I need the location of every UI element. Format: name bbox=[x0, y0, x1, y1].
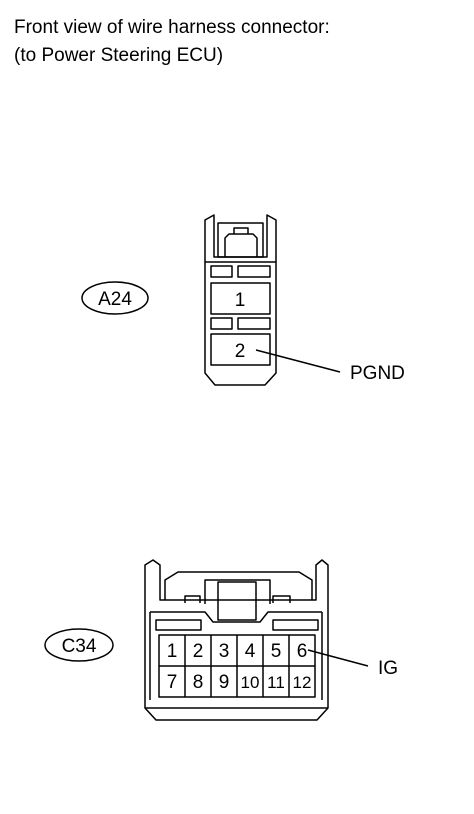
connector-c34-pin-label: 9 bbox=[219, 672, 230, 693]
connector-c34: C34 1 2 3 4 5 6 7 bbox=[44, 559, 398, 721]
connector-c34-pin-label: 7 bbox=[167, 672, 178, 693]
connector-c34-pin-label: 3 bbox=[219, 641, 230, 662]
connector-a24-lock-clip bbox=[217, 222, 264, 258]
diagram-title: Front view of wire harness connector: (t… bbox=[14, 14, 330, 70]
connector-a24-window bbox=[237, 317, 271, 330]
connector-a24-window bbox=[210, 317, 233, 330]
title-line-1: Front view of wire harness connector: bbox=[14, 17, 330, 38]
connector-c34-latch bbox=[164, 571, 313, 600]
connector-a24-code: A24 bbox=[98, 289, 132, 310]
connector-a24-window bbox=[237, 265, 271, 278]
connector-c34-pin-label: 2 bbox=[193, 641, 204, 662]
connector-a24-pin-cell bbox=[210, 333, 271, 366]
connector-c34-body bbox=[144, 559, 329, 721]
connector-c34-pin-grid bbox=[158, 634, 316, 698]
connector-c34-pin-label: 8 bbox=[193, 672, 204, 693]
connector-a24-body bbox=[204, 214, 277, 386]
connector-c34-pin-label: 11 bbox=[267, 673, 285, 692]
connector-c34-window bbox=[155, 619, 202, 631]
connector-c34-pin-label: 6 bbox=[297, 641, 308, 662]
connector-c34-pin-label: 10 bbox=[241, 673, 260, 692]
title-line-2: (to Power Steering ECU) bbox=[14, 45, 224, 66]
connector-a24: A24 1 2 PGND bbox=[81, 214, 405, 386]
connector-c34-pin-label: 5 bbox=[271, 641, 282, 662]
callout-line-ig bbox=[307, 649, 369, 667]
connector-a24-pin-label: 1 bbox=[235, 290, 246, 311]
connector-c34-pin-label: 1 bbox=[167, 641, 178, 662]
connector-c34-window bbox=[272, 619, 319, 631]
connector-a24-badge bbox=[81, 281, 149, 315]
connector-a24-pin-cell bbox=[210, 282, 271, 315]
connector-c34-pin-label: 12 bbox=[293, 673, 312, 692]
connector-a24-window bbox=[210, 265, 233, 278]
callout-label-ig: IG bbox=[378, 658, 398, 679]
callout-line-pgnd bbox=[255, 349, 341, 373]
callout-label-pgnd: PGND bbox=[350, 363, 405, 384]
connector-c34-code: C34 bbox=[62, 636, 97, 657]
connector-c34-pin-label: 4 bbox=[245, 641, 256, 662]
connector-c34-badge bbox=[44, 628, 114, 662]
connector-a24-pin-label: 2 bbox=[235, 341, 246, 362]
